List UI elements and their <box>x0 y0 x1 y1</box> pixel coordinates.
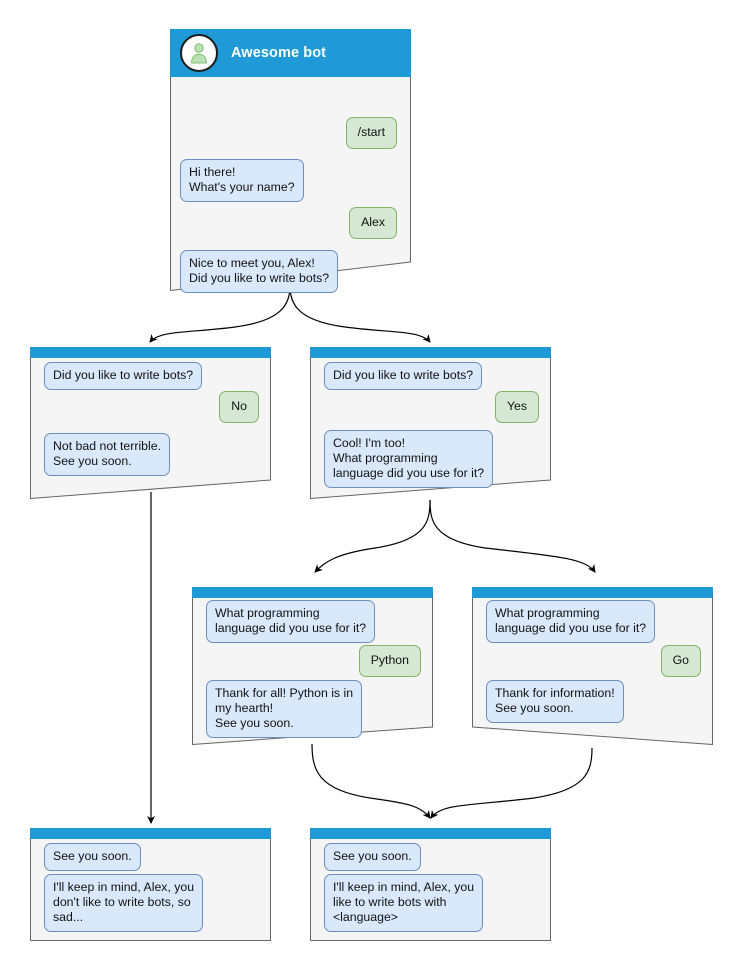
bot-message-bubble: Thank for information! See you soon. <box>486 680 624 723</box>
bot-message-bubble: I'll keep in mind, Alex, you like to wri… <box>324 874 484 932</box>
message-row: Did you like to write bots? <box>44 362 257 390</box>
card-header-bar <box>310 347 551 358</box>
message-row: Hi there! What's your name? <box>180 159 397 202</box>
node-end-sad[interactable]: See you soon. I'll keep in mind, Alex, y… <box>30 828 271 941</box>
node-lang-go[interactable]: What programming language did you use fo… <box>472 587 713 745</box>
message-row: What programming language did you use fo… <box>486 600 699 643</box>
card-body: Awesome bot /start Hi there! What's your… <box>170 29 411 293</box>
message-row: Alex <box>180 207 397 239</box>
message-row: Python <box>206 645 421 677</box>
edge-yes-to-go <box>429 499 596 573</box>
card-body: What programming language did you use fo… <box>192 587 433 745</box>
message-row: Yes <box>324 391 539 423</box>
message-row: No <box>44 391 259 423</box>
message-row: What programming language did you use fo… <box>206 600 419 643</box>
bot-message-bubble: What programming language did you use fo… <box>486 600 656 643</box>
card-header-bar <box>30 347 271 358</box>
node-answer-no[interactable]: Did you like to write bots? No Not bad n… <box>30 347 271 499</box>
person-icon <box>191 43 207 64</box>
bot-message-bubble: Nice to meet you, Alex! Did you like to … <box>180 250 339 293</box>
message-row: See you soon. <box>44 843 257 871</box>
node-end-happy[interactable]: See you soon. I'll keep in mind, Alex, y… <box>310 828 551 941</box>
avatar <box>180 34 218 72</box>
bot-message-bubble: See you soon. <box>44 843 141 871</box>
edge-yes-to-python <box>314 499 431 573</box>
bot-message-bubble: Did you like to write bots? <box>44 362 203 390</box>
bot-message-bubble: See you soon. <box>324 843 421 871</box>
card-header-bar <box>310 828 551 839</box>
user-message-bubble: /start <box>345 117 397 149</box>
user-message-bubble: Yes <box>494 391 539 423</box>
bot-name-label: Awesome bot <box>231 45 327 61</box>
user-message-bubble: Go <box>660 645 701 677</box>
card-body: Did you like to write bots? No Not bad n… <box>30 347 271 499</box>
bot-message-bubble: Did you like to write bots? <box>324 362 483 390</box>
message-row: Cool! I'm too! What programming language… <box>324 430 537 488</box>
card-header-bar <box>30 828 271 839</box>
message-row: See you soon. <box>324 843 537 871</box>
node-start[interactable]: Awesome bot /start Hi there! What's your… <box>170 29 411 293</box>
card-body: See you soon. I'll keep in mind, Alex, y… <box>30 828 271 941</box>
bot-message-bubble: What programming language did you use fo… <box>206 600 376 643</box>
message-row: I'll keep in mind, Alex, you don't like … <box>44 874 257 932</box>
card-header-bar <box>192 587 433 598</box>
card-body: See you soon. I'll keep in mind, Alex, y… <box>310 828 551 941</box>
message-row: Not bad not terrible. See you soon. <box>44 433 257 476</box>
edge-go-to-end-happy <box>430 747 593 819</box>
node-lang-python[interactable]: What programming language did you use fo… <box>192 587 433 745</box>
card-body: What programming language did you use fo… <box>472 587 713 745</box>
user-message-bubble: No <box>219 391 259 423</box>
message-row: Thank for information! See you soon. <box>486 680 699 723</box>
bot-message-bubble: Hi there! What's your name? <box>180 159 304 202</box>
message-row: /start <box>180 117 397 149</box>
bot-message-bubble: Not bad not terrible. See you soon. <box>44 433 171 476</box>
message-row: I'll keep in mind, Alex, you like to wri… <box>324 874 537 932</box>
message-row: Did you like to write bots? <box>324 362 537 390</box>
message-row: Nice to meet you, Alex! Did you like to … <box>180 250 397 293</box>
bot-message-bubble: Thank for all! Python is in my hearth! S… <box>206 680 363 738</box>
card-header-bar <box>472 587 713 598</box>
bot-message-bubble: I'll keep in mind, Alex, you don't like … <box>44 874 204 932</box>
bot-header: Awesome bot <box>170 29 411 77</box>
user-message-bubble: Alex <box>349 207 397 239</box>
card-body: Did you like to write bots? Yes Cool! I'… <box>310 347 551 499</box>
user-message-bubble: Python <box>358 645 421 677</box>
node-answer-yes[interactable]: Did you like to write bots? Yes Cool! I'… <box>310 347 551 499</box>
bot-message-bubble: Cool! I'm too! What programming language… <box>324 430 494 488</box>
message-row: Go <box>486 645 701 677</box>
message-row: Thank for all! Python is in my hearth! S… <box>206 680 435 738</box>
edge-python-to-end-happy <box>311 743 431 819</box>
